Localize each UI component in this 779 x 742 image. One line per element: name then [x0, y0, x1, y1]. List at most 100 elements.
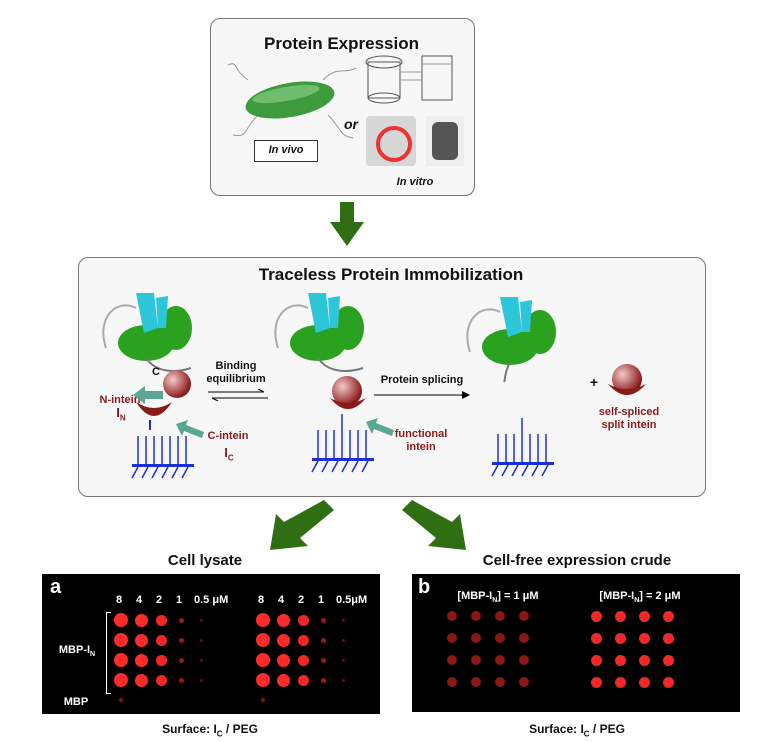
array-spot [590, 654, 602, 666]
panel-b-surface-caption: Surface: IC / PEG [529, 722, 625, 739]
array-spot [134, 653, 148, 667]
array-spot [178, 677, 184, 683]
array-spot [614, 632, 626, 644]
concentration-label: 8 [258, 594, 265, 606]
panel-b-condition-1: [MBP-IN] = 1 μM [457, 590, 539, 605]
surface-2 [311, 414, 374, 473]
array-spot [638, 676, 650, 688]
pointer-arrow-n [133, 386, 163, 404]
cell-lysate-heading: Cell lysate [167, 552, 243, 569]
protein-expression-title: Protein Expression [264, 34, 419, 53]
array-spot [662, 610, 674, 622]
array-spot [614, 676, 626, 688]
array-spot [276, 673, 290, 687]
array-spot [119, 698, 123, 702]
array-spot [614, 654, 626, 666]
array-spot [134, 633, 148, 647]
functional-intein-label: intein [406, 441, 436, 453]
array-spot [447, 655, 457, 665]
array-spot [199, 678, 203, 682]
array-spot [341, 658, 345, 662]
surface-3 [491, 418, 554, 477]
down-left-arrow [270, 500, 334, 550]
concentration-label: 0.5 μM [194, 594, 229, 606]
in-vivo-frame [254, 140, 318, 162]
array-spot [297, 614, 309, 626]
array-spot [590, 632, 602, 644]
in-vitro-photo-left [366, 116, 416, 166]
array-spot [178, 657, 184, 663]
array-spot [495, 611, 505, 621]
panel-a-letter: a [50, 576, 62, 598]
c-intein-cup-2 [330, 398, 366, 409]
protein-structure-2 [274, 293, 364, 372]
array-spot [199, 638, 203, 642]
mbp-row-label: MBP [63, 696, 89, 708]
n-intein-label: N-intein [99, 394, 141, 406]
array-spot [447, 677, 457, 687]
array-spot [638, 632, 650, 644]
array-spot [495, 633, 505, 643]
array-spot [341, 678, 345, 682]
array-spot [590, 676, 602, 688]
array-spot [134, 613, 148, 627]
array-spot [447, 611, 457, 621]
plus-sign: + [589, 374, 599, 390]
splicing-arrow [374, 391, 470, 399]
n-intein-symbol: IN [116, 405, 126, 423]
array-spot [638, 654, 650, 666]
array-spot [341, 638, 345, 642]
functional-label: functional [394, 428, 448, 440]
array-spot [276, 613, 290, 627]
panel-b-letter: b [418, 576, 431, 598]
panel-a-surface-caption: Surface: IC / PEG [162, 722, 258, 739]
array-spot [519, 655, 529, 665]
concentration-label: 4 [278, 594, 285, 606]
array-spot [662, 632, 674, 644]
array-spot [341, 618, 345, 622]
array-spot [297, 654, 309, 666]
array-spot [471, 611, 481, 621]
concentration-label: 1 [176, 594, 183, 606]
array-spot [495, 655, 505, 665]
n-intein-sphere-1 [163, 370, 191, 398]
row-bracket [106, 612, 111, 694]
array-spot [495, 677, 505, 687]
concentration-label: 4 [136, 594, 143, 606]
down-arrow-1 [330, 202, 364, 246]
stage1-c-label: C [152, 366, 160, 378]
array-spot [276, 633, 290, 647]
array-spot [320, 637, 326, 643]
array-spot [114, 673, 128, 687]
in-vitro-label: In vitro [396, 176, 434, 188]
self-spliced-label: self-spliced [598, 406, 660, 418]
array-spot [471, 633, 481, 643]
bacterium-illustration [228, 63, 357, 139]
equilibrium-label: equilibrium [206, 373, 266, 385]
mbp-in-row-label: MBP-IN [58, 644, 96, 659]
array-spot [256, 633, 270, 647]
concentration-label: 2 [298, 594, 305, 606]
concentration-label: 1 [318, 594, 325, 606]
array-spot [256, 673, 270, 687]
array-spot [114, 653, 128, 667]
array-spot [519, 633, 529, 643]
array-spot [178, 637, 184, 643]
c-intein-cup-1 [136, 402, 172, 416]
split-intein-label: split intein [601, 419, 657, 431]
concentration-label: 2 [156, 594, 163, 606]
array-spot [297, 634, 309, 646]
array-spot [447, 633, 457, 643]
array-spot [614, 610, 626, 622]
array-spot [256, 613, 270, 627]
panel-b-image [412, 574, 740, 712]
in-vitro-device-sketch [365, 55, 453, 104]
array-spot [590, 610, 602, 622]
array-spot [199, 618, 203, 622]
self-spliced-intein-cup [608, 384, 646, 395]
down-right-arrow [402, 500, 466, 550]
protein-structure-3 [466, 297, 556, 382]
bound-intein-complex [332, 376, 362, 406]
array-spot [471, 655, 481, 665]
protein-splicing-label: Protein splicing [380, 374, 464, 386]
